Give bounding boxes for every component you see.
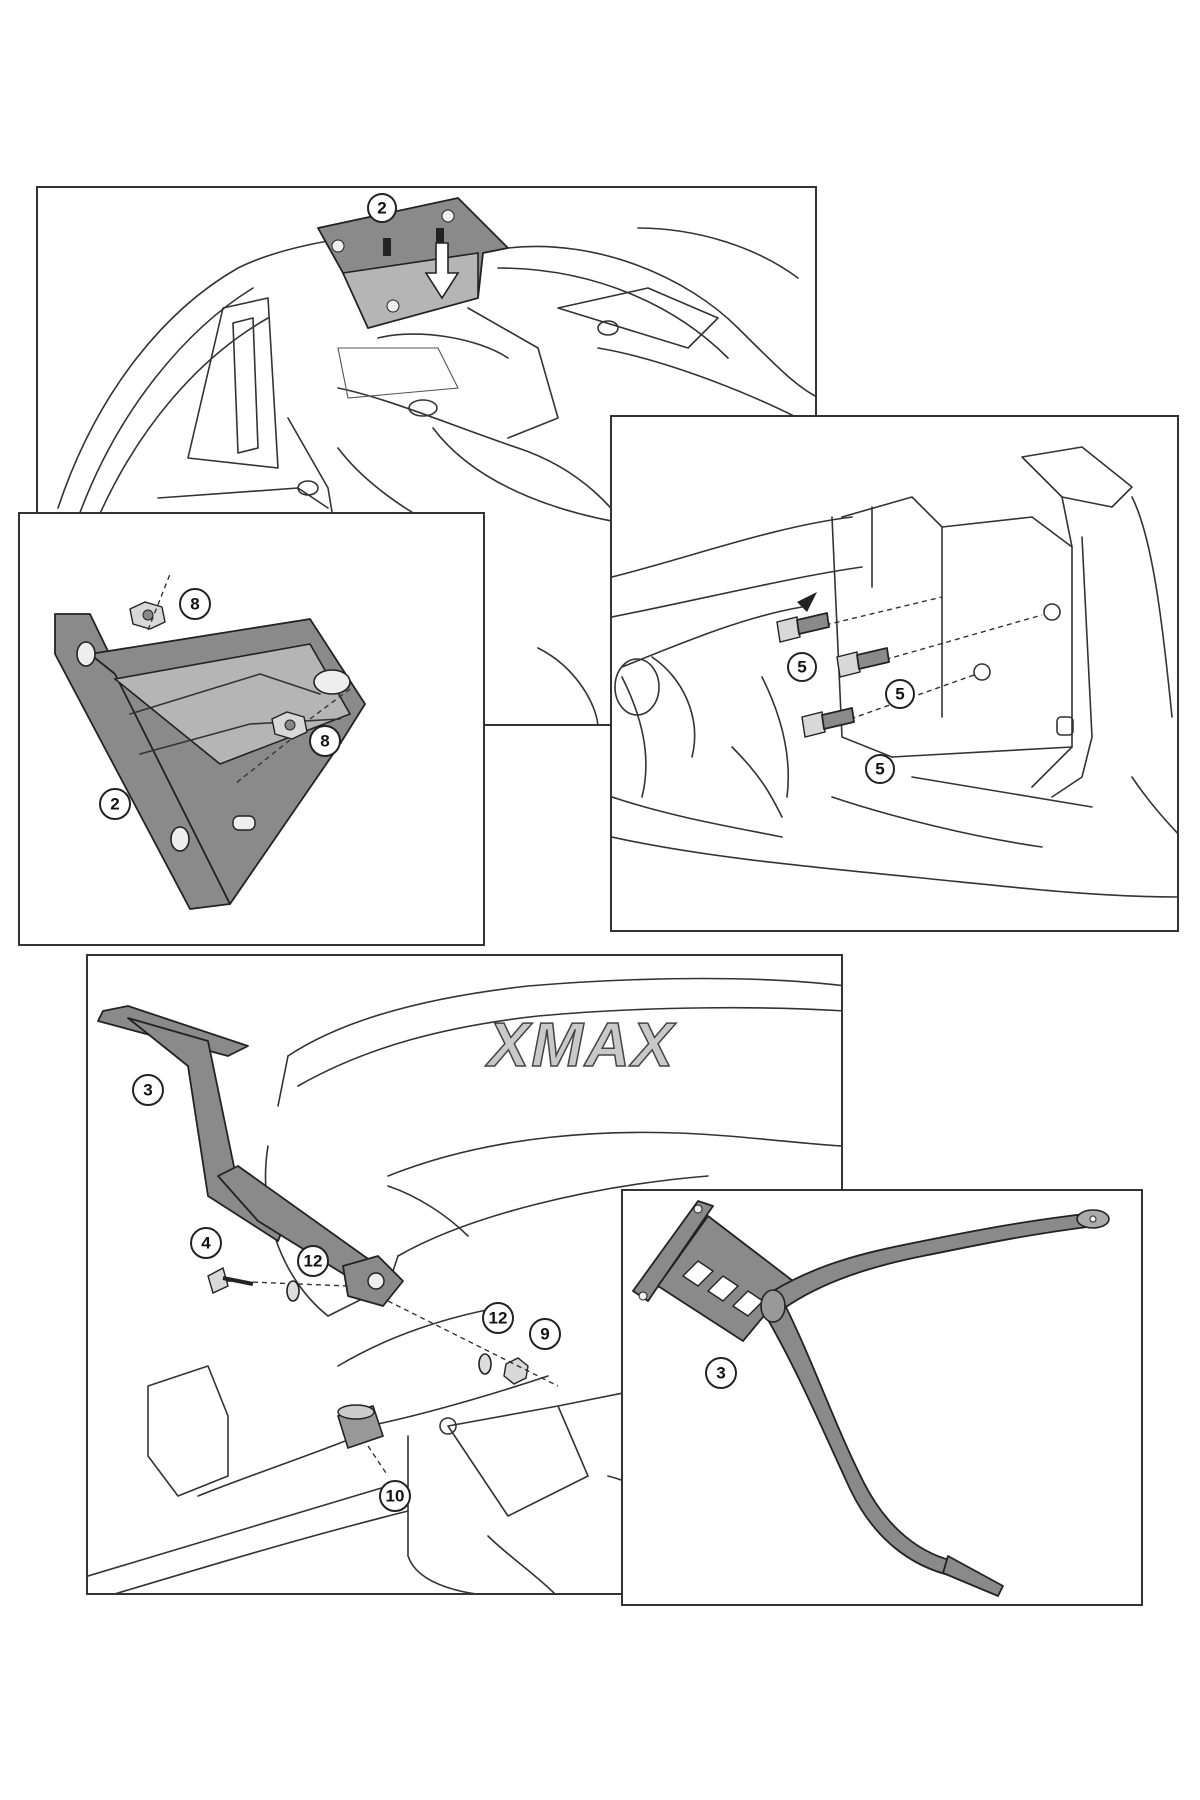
svg-text:10: 10: [386, 1487, 405, 1506]
callout-8-b: 8: [309, 725, 341, 757]
callout-3-bottom: 3: [132, 1074, 164, 1106]
callout-5-a: 5: [787, 652, 817, 682]
right-bolt-mount-view: 5 5 5: [610, 415, 1179, 932]
callout-12-b: 12: [482, 1302, 514, 1334]
xmax-logo: XMAX: [485, 1011, 677, 1080]
callout-9: 9: [529, 1318, 561, 1350]
svg-text:2: 2: [110, 795, 119, 814]
callout-4: 4: [190, 1227, 222, 1259]
svg-text:12: 12: [489, 1309, 508, 1328]
callout-2-top: 2: [367, 193, 397, 223]
callout-8-a: 8: [179, 588, 211, 620]
svg-text:8: 8: [320, 732, 329, 751]
callout-5-b: 5: [885, 679, 915, 709]
svg-text:4: 4: [201, 1234, 211, 1253]
callout-3-inset: 3: [705, 1357, 737, 1389]
callout-5-c: 5: [865, 754, 895, 784]
inset-side-frame-part-view: 3: [621, 1189, 1143, 1606]
callout-12-a: 12: [297, 1245, 329, 1277]
svg-text:8: 8: [190, 595, 199, 614]
svg-text:3: 3: [143, 1081, 152, 1100]
callout-10: 10: [379, 1480, 411, 1512]
svg-text:5: 5: [875, 760, 884, 779]
svg-text:5: 5: [895, 685, 904, 704]
svg-text:12: 12: [304, 1252, 323, 1271]
svg-text:2: 2: [377, 199, 386, 218]
svg-text:9: 9: [540, 1325, 549, 1344]
svg-text:5: 5: [797, 658, 806, 677]
callout-2-left: 2: [99, 788, 131, 820]
svg-text:3: 3: [716, 1364, 725, 1383]
left-bracket-detail-view: 8 8 2: [18, 512, 485, 946]
